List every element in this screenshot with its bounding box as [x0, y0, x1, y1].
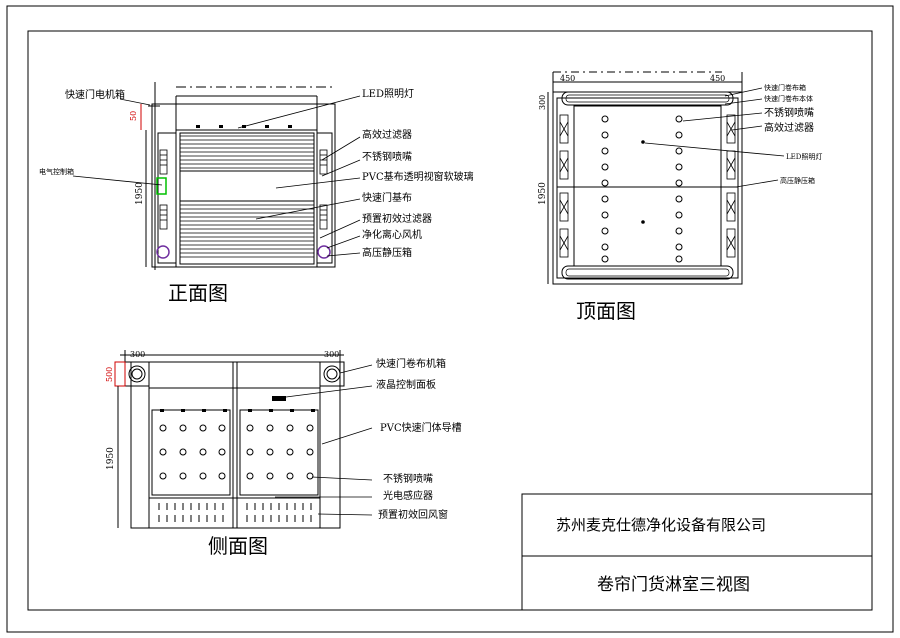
- label-motor-box: 快速门电机箱: [65, 88, 125, 101]
- side-view: 300 300: [105, 350, 462, 558]
- label-prefilter: 预置初效过滤器: [362, 212, 432, 225]
- top-label-door-body: 快速门卷布本体: [764, 94, 813, 103]
- label-fan: 净化离心风机: [362, 228, 422, 241]
- label-pvc-window: PVC基布透明视窗软玻璃: [362, 170, 474, 183]
- top-view-caption: 顶面图: [576, 299, 636, 323]
- front-door-slats-upper: [180, 135, 314, 169]
- side-label-guide: PVC快速门体导槽: [380, 421, 462, 434]
- top-side-dim: 300: [538, 95, 547, 110]
- side-nozzles: [159, 424, 314, 480]
- drawing-title: 卷帘门货淋室三视图: [597, 575, 750, 595]
- sheet-border-inner: [27, 30, 873, 611]
- company-name: 苏州麦克仕德净化设备有限公司: [556, 516, 766, 534]
- front-top-dim: 50: [129, 111, 138, 121]
- front-view: 50 1950 快速门电机箱 电气控制箱 LED照明灯 高效过滤器 不锈钢喷嘴 …: [39, 82, 474, 305]
- side-label-nozzle: 不锈钢喷嘴: [383, 472, 433, 485]
- top-view: 450 450: [538, 71, 822, 323]
- front-view-caption: 正面图: [168, 281, 228, 305]
- sheet-border-outer: [6, 5, 894, 633]
- side-dim-left: 300: [130, 350, 145, 359]
- label-control-box: 电气控制箱: [39, 167, 74, 176]
- front-fan-right: [317, 245, 331, 259]
- top-roll-rail-bottom: [561, 265, 734, 280]
- front-door-slats-lower: [180, 204, 314, 258]
- side-leaders: [275, 364, 373, 516]
- top-label-roll-box: 快速门卷布箱: [764, 83, 806, 92]
- top-side-filters: [559, 114, 736, 258]
- side-label-sensor: 光电感应器: [383, 489, 433, 502]
- label-led: LED照明灯: [362, 88, 414, 100]
- title-block: 苏州麦克仕德净化设备有限公司 卷帘门货淋室三视图: [521, 493, 873, 611]
- side-lcd-panel: [272, 396, 286, 401]
- label-hepa: 高效过滤器: [362, 128, 412, 141]
- side-top-dim: 500: [105, 367, 114, 382]
- top-height-dim: 1950: [538, 182, 548, 205]
- top-nozzles: [601, 115, 683, 263]
- label-nozzle: 不锈钢喷嘴: [362, 150, 412, 163]
- top-dim-right: 450: [710, 74, 725, 83]
- front-height-dim: 1950: [135, 182, 145, 205]
- top-dim-left: 450: [560, 74, 575, 83]
- label-door-fabric: 快速门基布: [362, 191, 412, 204]
- side-view-caption: 侧面图: [208, 534, 268, 558]
- top-label-plenum: 高压静压箱: [780, 176, 815, 185]
- side-top-dots: [160, 409, 315, 412]
- top-leaders: [644, 87, 785, 188]
- front-header-box: [175, 103, 318, 131]
- side-roll-right: [323, 365, 341, 383]
- top-roll-rail-top: [561, 91, 734, 106]
- top-label-led: LED照明灯: [786, 152, 822, 161]
- side-label-lcd: 液晶控制面板: [376, 378, 436, 391]
- top-label-nozzle: 不锈钢喷嘴: [764, 106, 814, 119]
- side-roll-left: [128, 365, 146, 383]
- front-side-filters: [159, 149, 328, 230]
- side-height-dim: 1950: [106, 447, 116, 470]
- side-label-return-air: 预置初效回风窗: [378, 508, 448, 521]
- label-plenum: 高压静压箱: [362, 246, 412, 259]
- front-fan-left: [156, 245, 170, 259]
- front-control-box: [156, 177, 167, 195]
- side-frame: [130, 361, 341, 529]
- front-frame: [151, 103, 336, 268]
- side-return-grilles: [158, 503, 312, 522]
- top-frame: [552, 91, 743, 285]
- front-leaders: [72, 95, 361, 257]
- side-dim-right: 300: [324, 350, 339, 359]
- side-label-roll-box: 快速门卷布机箱: [376, 357, 446, 370]
- top-label-hepa: 高效过滤器: [764, 121, 814, 134]
